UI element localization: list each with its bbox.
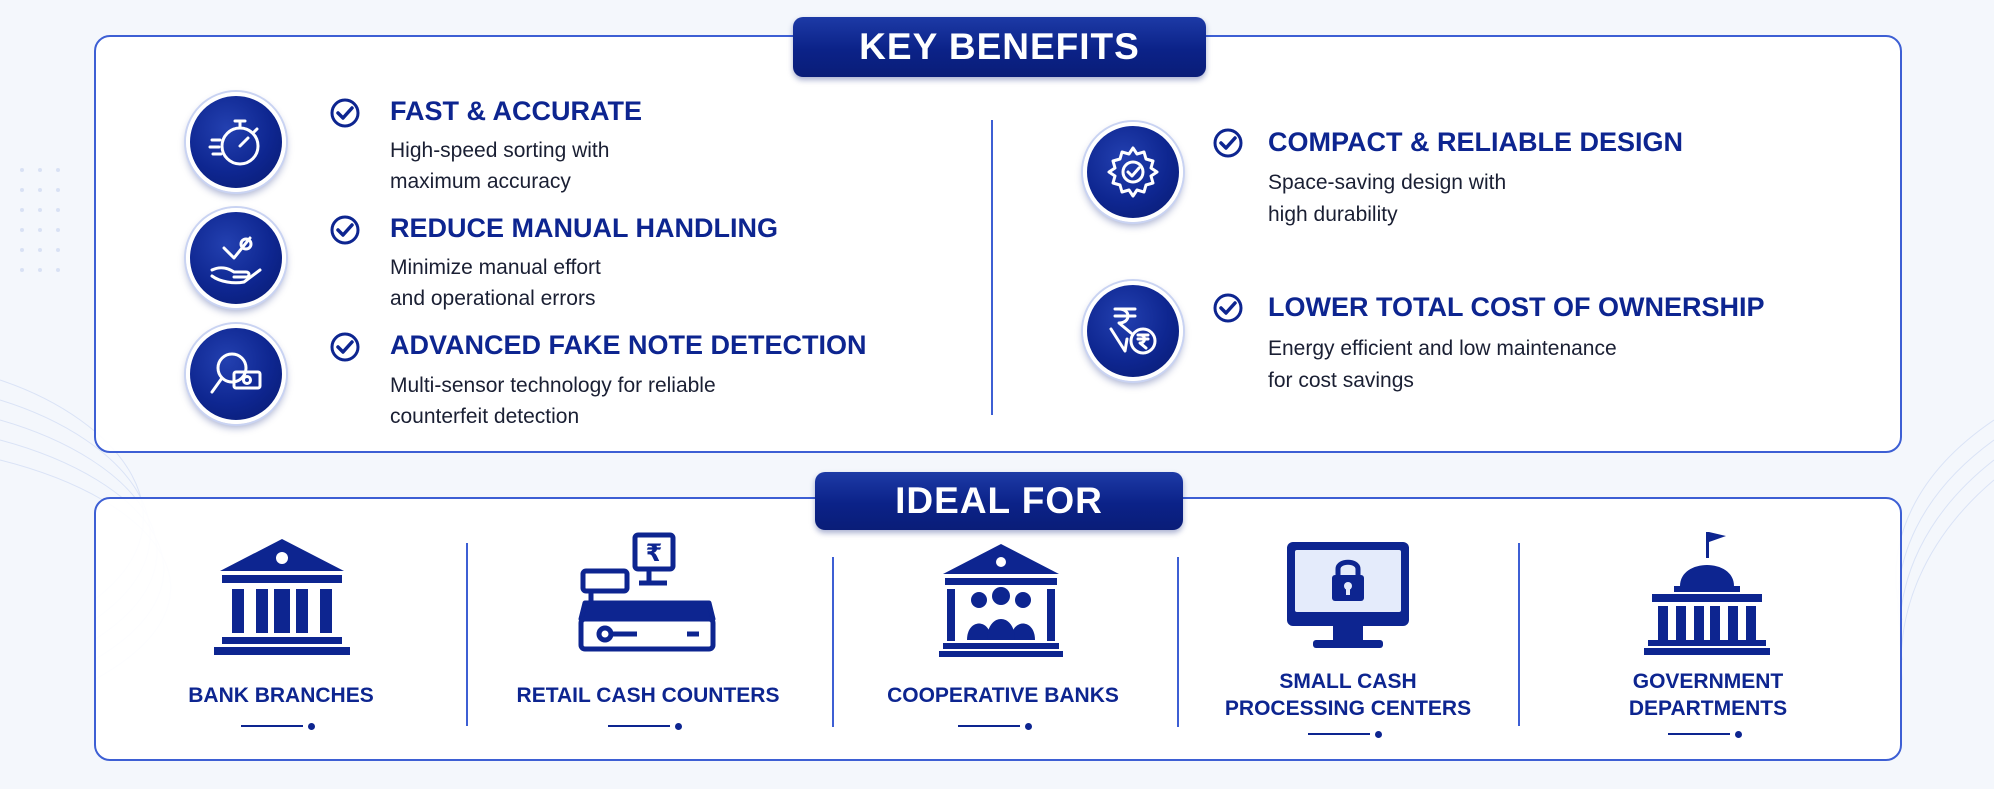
magnifier-banknote-icon (186, 324, 286, 424)
ideal-item-label-line2: PROCESSING CENTERS (1224, 697, 1472, 720)
label-underline (958, 723, 1038, 730)
ideal-for-banner: IDEAL FOR (815, 472, 1183, 530)
benefit-desc-line2: high durability (1268, 203, 1398, 226)
ideal-divider (832, 557, 834, 727)
hand-check-icon (186, 208, 286, 308)
ideal-item-label-line1: SMALL CASH (1279, 670, 1417, 693)
benefit-desc-line1: High-speed sorting with (390, 139, 610, 162)
benefit-title: FAST & ACCURATE (390, 96, 642, 126)
check-circle-icon (330, 215, 360, 245)
ideal-divider (466, 543, 468, 726)
benefit-desc-line2: counterfeit detection (390, 405, 580, 428)
label-underline (608, 723, 688, 730)
monitor-lock-icon (1287, 542, 1409, 648)
key-benefits-panel (94, 35, 1902, 453)
benefit-desc-line1: Minimize manual effort (390, 256, 601, 279)
benefit-desc-line1: Space-saving design with (1268, 171, 1507, 194)
ideal-divider (1177, 557, 1179, 727)
cash-register-icon: ₹ (578, 532, 716, 652)
bank-building-icon (214, 539, 350, 655)
label-underline (1308, 731, 1388, 738)
gear-icon (1083, 122, 1183, 222)
check-circle-icon (1213, 293, 1243, 323)
benefit-desc-line1: Multi-sensor technology for reliable (390, 374, 716, 397)
label-underline (241, 723, 321, 730)
benefit-title: LOWER TOTAL COST OF OWNERSHIP (1268, 292, 1765, 322)
benefits-divider (991, 120, 993, 415)
cooperative-bank-icon (939, 544, 1063, 657)
stopwatch-icon (186, 92, 286, 192)
ideal-item-label: BANK BRANCHES (188, 684, 374, 707)
benefit-desc-line2: for cost savings (1268, 369, 1414, 392)
benefit-title: COMPACT & RELIABLE DESIGN (1268, 127, 1684, 157)
benefit-title: REDUCE MANUAL HANDLING (390, 213, 778, 243)
check-circle-icon (1213, 128, 1243, 158)
ideal-item-label: COOPERATIVE BANKS (887, 684, 1119, 707)
ideal-divider (1518, 543, 1520, 726)
benefit-desc-line2: and operational errors (390, 287, 596, 310)
ideal-item-label: RETAIL CASH COUNTERS (516, 684, 780, 707)
ideal-item-label-line1: GOVERNMENT (1632, 670, 1784, 693)
benefit-desc-line1: Energy efficient and low maintenance (1268, 337, 1617, 360)
ideal-item-label-line2: DEPARTMENTS (1628, 697, 1788, 720)
key-benefits-banner: KEY BENEFITS (793, 17, 1206, 77)
label-underline (1668, 731, 1748, 738)
benefit-desc-line2: maximum accuracy (390, 170, 571, 193)
check-circle-icon (330, 98, 360, 128)
check-circle-icon (330, 332, 360, 362)
svg-text:₹: ₹ (646, 539, 663, 567)
benefit-title: ADVANCED FAKE NOTE DETECTION (390, 330, 867, 360)
rupee-down-arrow-icon (1083, 281, 1183, 381)
government-building-icon (1644, 532, 1770, 655)
